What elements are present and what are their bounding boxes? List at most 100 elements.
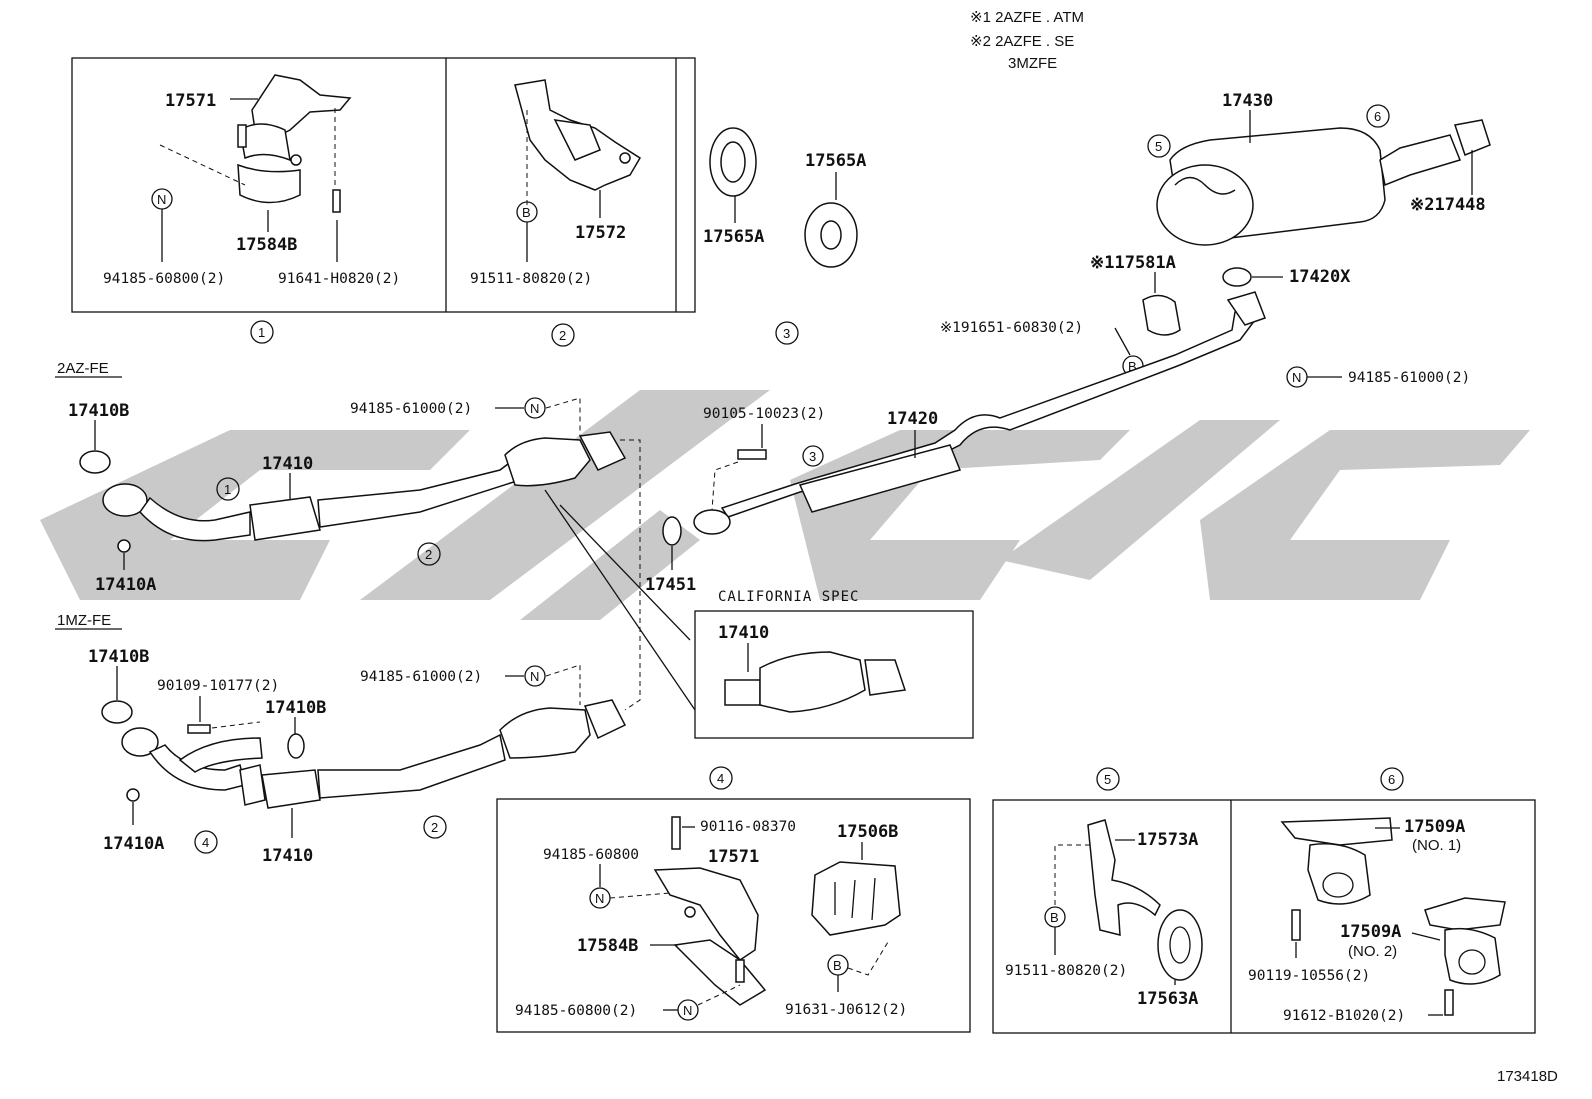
- view-marker-4-pipe: [194, 830, 218, 854]
- view-marker-3: [775, 321, 799, 345]
- bolt-90119-10556: [1291, 909, 1301, 941]
- label-94185-61000-b: 94185-61000(2): [360, 669, 482, 685]
- view-marker-3-pipe: [802, 445, 824, 467]
- label-90116-08370: 90116-08370: [700, 819, 796, 835]
- exhaust-rubber-17563A: [1157, 909, 1203, 981]
- label-17565A-top: 17565A: [805, 151, 866, 171]
- note-2: ※2 2AZFE . SE: [970, 33, 1074, 50]
- view-marker-2-pipe-a: [417, 542, 441, 566]
- inset-box-56: [992, 799, 1536, 1034]
- gasket-17410B-b: [101, 700, 133, 724]
- svg-text:N: N: [530, 401, 539, 416]
- label-91612-B1020-2: 91612-B1020(2): [1283, 1008, 1405, 1024]
- inset-box-4: [496, 798, 971, 1033]
- label-91511-80820-2: 91511-80820(2): [470, 271, 592, 287]
- label-17430: 17430: [1222, 91, 1273, 111]
- svg-text:1: 1: [258, 325, 265, 340]
- label-17410A-a: 17410A: [95, 575, 156, 595]
- label-17584B: 17584B: [236, 235, 297, 255]
- label-17509A-no2-note: (NO. 2): [1348, 943, 1397, 960]
- label-17410B-c: 17410B: [265, 698, 326, 718]
- label-17584B-b: 17584B: [577, 936, 638, 956]
- heat-insulator-17506B: [811, 861, 901, 936]
- nut-symbol-n-1mzfe: [524, 665, 546, 687]
- california-spec-box: [694, 610, 974, 739]
- svg-text:B: B: [522, 205, 531, 220]
- view-marker-1-pipe: [216, 477, 240, 501]
- label-17410-a: 17410: [262, 454, 313, 474]
- label-94185-60800: 94185-60800: [543, 847, 639, 863]
- label-17572: 17572: [575, 223, 626, 243]
- svg-text:B: B: [1050, 910, 1059, 925]
- label-17509A-no1-note: (NO. 1): [1412, 837, 1461, 854]
- catalytic-converter-california: [724, 651, 906, 713]
- label-94185-61000-a: 94185-61000(2): [350, 401, 472, 417]
- label-91631-J0612-2: 91631-J0612(2): [785, 1002, 907, 1018]
- gasket-17451: [662, 516, 682, 546]
- bracket-17572: [514, 79, 642, 191]
- svg-text:2: 2: [559, 328, 566, 343]
- nut-symbol-n-box4-lower: [677, 999, 699, 1021]
- label-91651-60830-2: ※191651-60830(2): [940, 320, 1083, 336]
- view-marker-6: [1380, 767, 1404, 791]
- gasket-17420X: [1222, 267, 1252, 287]
- label-17573A: 17573A: [1137, 830, 1198, 850]
- label-90119-10556-2: 90119-10556(2): [1248, 968, 1370, 984]
- label-17563A: 17563A: [1137, 989, 1198, 1009]
- view-marker-4: [709, 766, 733, 790]
- hanger-bracket-17571-box4: [653, 867, 767, 1006]
- label-17410-b: 17410: [262, 846, 313, 866]
- view-marker-1: [250, 320, 274, 344]
- watermark-logo: [40, 390, 1530, 620]
- label-17581A: ※117581A: [1090, 253, 1176, 273]
- note-1: ※1 2AZFE . ATM: [970, 9, 1084, 26]
- label-17451: 17451: [645, 575, 696, 595]
- svg-text:N: N: [595, 891, 604, 906]
- engine-label-2azfe: 2AZ-FE: [57, 360, 109, 377]
- svg-text:N: N: [157, 192, 166, 207]
- bolt-90105-10023: [737, 449, 767, 460]
- hanger-bracket-17571: [237, 74, 352, 213]
- bracket-17581A: [1142, 294, 1181, 336]
- label-17410B-b: 17410B: [88, 647, 149, 667]
- label-91511-80820-2b: 91511-80820(2): [1005, 963, 1127, 979]
- svg-text:4: 4: [202, 835, 209, 850]
- label-90105-10023-2: 90105-10023(2): [703, 406, 825, 422]
- svg-text:B: B: [833, 958, 842, 973]
- center-exhaust-pipe-17420: [693, 291, 1266, 535]
- view-marker-6-muffler: [1366, 104, 1390, 128]
- svg-text:5: 5: [1155, 139, 1162, 154]
- label-91641-H0820-2: 91641-H0820(2): [278, 271, 400, 287]
- exhaust-mount-17509A-no1: [1280, 817, 1393, 905]
- gasket-17410B-a: [79, 450, 111, 474]
- label-90109-10177-2: 90109-10177(2): [157, 678, 279, 694]
- view-marker-2: [551, 323, 575, 347]
- label-94185-60800-2b: 94185-60800(2): [515, 1003, 637, 1019]
- svg-text:6: 6: [1374, 109, 1381, 124]
- svg-text:2: 2: [425, 547, 432, 562]
- view-marker-5-muffler: [1147, 134, 1171, 158]
- label-17448: ※217448: [1410, 195, 1486, 215]
- bolt-91612-B1020: [1444, 989, 1454, 1016]
- hanger-17573A: [1087, 819, 1161, 936]
- nut-17410A-a: [117, 539, 131, 553]
- label-17571-b: 17571: [708, 847, 759, 867]
- svg-text:3: 3: [809, 449, 816, 464]
- svg-text:2: 2: [431, 820, 438, 835]
- svg-text:N: N: [683, 1003, 692, 1018]
- label-17410A-b: 17410A: [103, 834, 164, 854]
- engine-label-1mzfe: 1MZ-FE: [57, 612, 111, 629]
- inset-box-123: [71, 57, 696, 313]
- svg-text:N: N: [530, 669, 539, 684]
- label-17506B: 17506B: [837, 822, 898, 842]
- nut-symbol-n-2azfe: [524, 397, 546, 419]
- label-94185-61000-right: 94185-61000(2): [1348, 370, 1470, 386]
- exhaust-rubber-17565A: [709, 127, 858, 268]
- label-17410-cal: 17410: [718, 623, 769, 643]
- svg-text:N: N: [1292, 370, 1301, 385]
- front-exhaust-pipe-1mzfe: [121, 699, 627, 809]
- label-17410B-a: 17410B: [68, 401, 129, 421]
- label-17565A-left: 17565A: [703, 227, 764, 247]
- stud-90116-08370: [671, 816, 681, 850]
